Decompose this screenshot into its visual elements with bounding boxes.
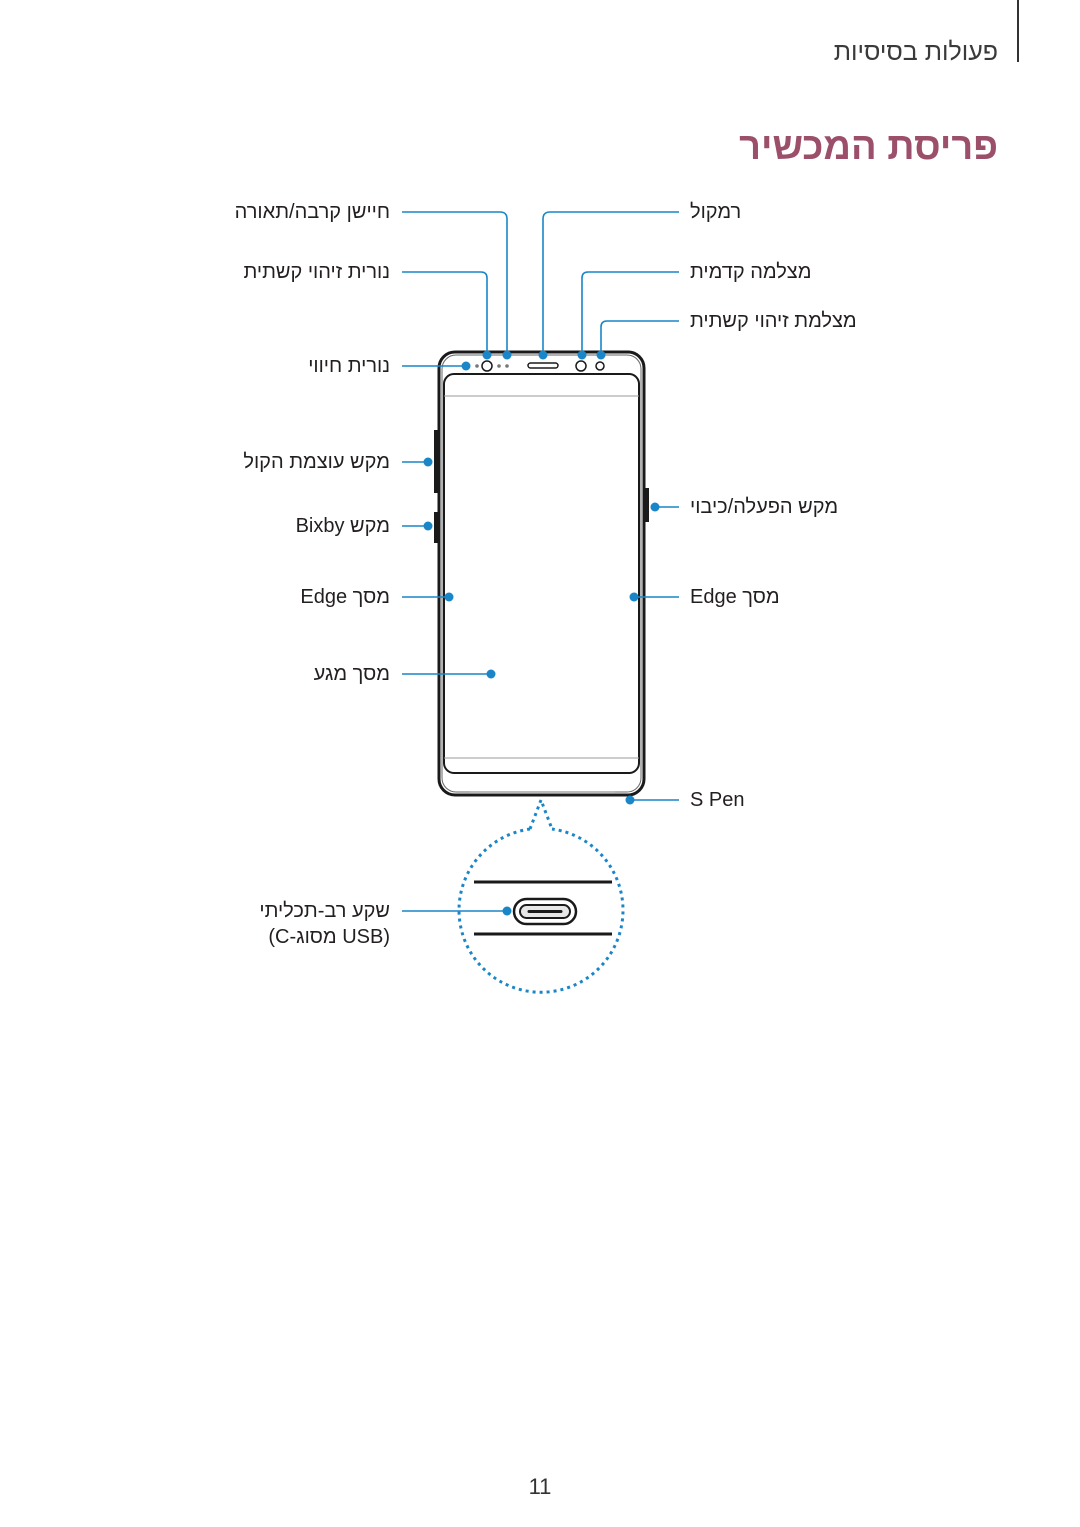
section-title: פעולות בסיסיות <box>833 38 998 66</box>
usb-port-magnifier <box>457 795 625 994</box>
light-sensor-label: חיישן קרבה/תאורה <box>234 201 390 223</box>
iris-led-label: נורית זיהוי קשתית <box>243 261 390 283</box>
edge-screen-left-label: מסך Edge <box>300 586 390 608</box>
usb-port-label-type: (USB מסוג-C) <box>268 926 390 948</box>
power-key-label: מקש הפעלה/כיבוי <box>690 496 839 518</box>
bixby-key-label: מקש Bixby <box>295 515 390 537</box>
s-pen-label: S Pen <box>690 789 745 811</box>
page-number: 11 <box>528 1474 552 1499</box>
edge-screen-right-label: מסך Edge <box>690 586 780 608</box>
speaker-label: רמקול <box>690 201 742 223</box>
volume-key-label: מקש עוצמת הקול <box>243 451 390 473</box>
touchscreen-label: מסך מגע <box>313 663 390 685</box>
callout-lines <box>402 211 679 912</box>
header-divider <box>1017 0 1019 62</box>
callout-dots <box>423 350 660 916</box>
phone-illustration <box>434 350 649 797</box>
iris-camera-label: מצלמת זיהוי קשתית <box>690 310 857 332</box>
usb-port-label: שקע רב-תכליתי <box>259 900 390 922</box>
page-title: פריסת המכשיר <box>739 126 998 168</box>
front-camera-label: מצלמה קדמית <box>690 261 812 283</box>
notification-led-label: נורית חיווי <box>308 355 390 377</box>
